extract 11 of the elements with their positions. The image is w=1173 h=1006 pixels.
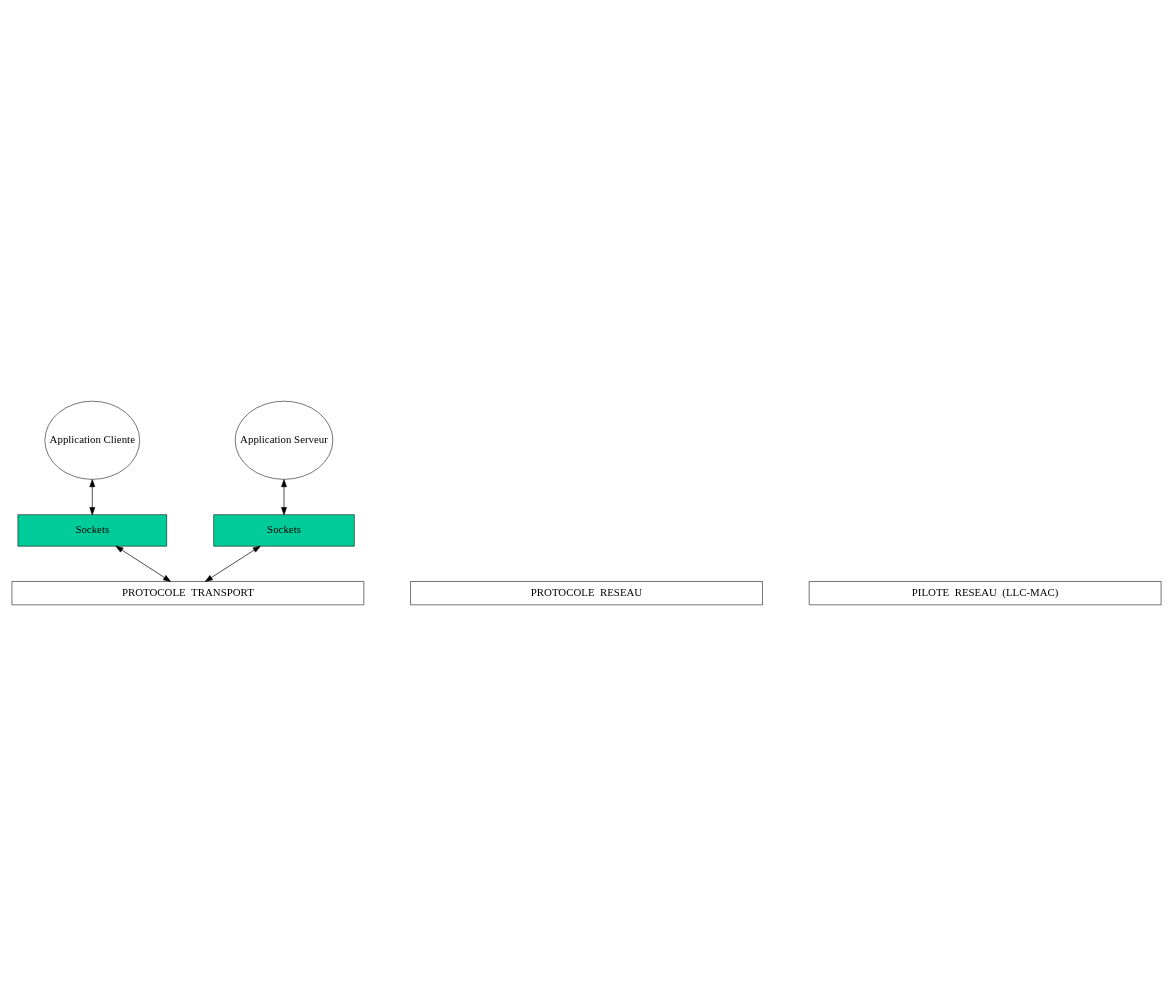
node-ellipse: Application Serveur <box>234 400 334 480</box>
node-box: PROTOCOLE TRANSPORT <box>11 581 365 606</box>
node-box: PROTOCOLE RESEAU <box>410 581 763 606</box>
arrow <box>281 479 287 515</box>
arrow <box>89 479 96 515</box>
arrow <box>115 545 171 582</box>
arrow <box>204 545 261 582</box>
node-ellipse: Application Cliente <box>44 400 140 480</box>
node-box: Sockets <box>213 514 355 547</box>
node-box: PILOTE RESEAU (LLC-MAC) <box>808 581 1162 606</box>
node-box: Sockets <box>17 514 167 547</box>
